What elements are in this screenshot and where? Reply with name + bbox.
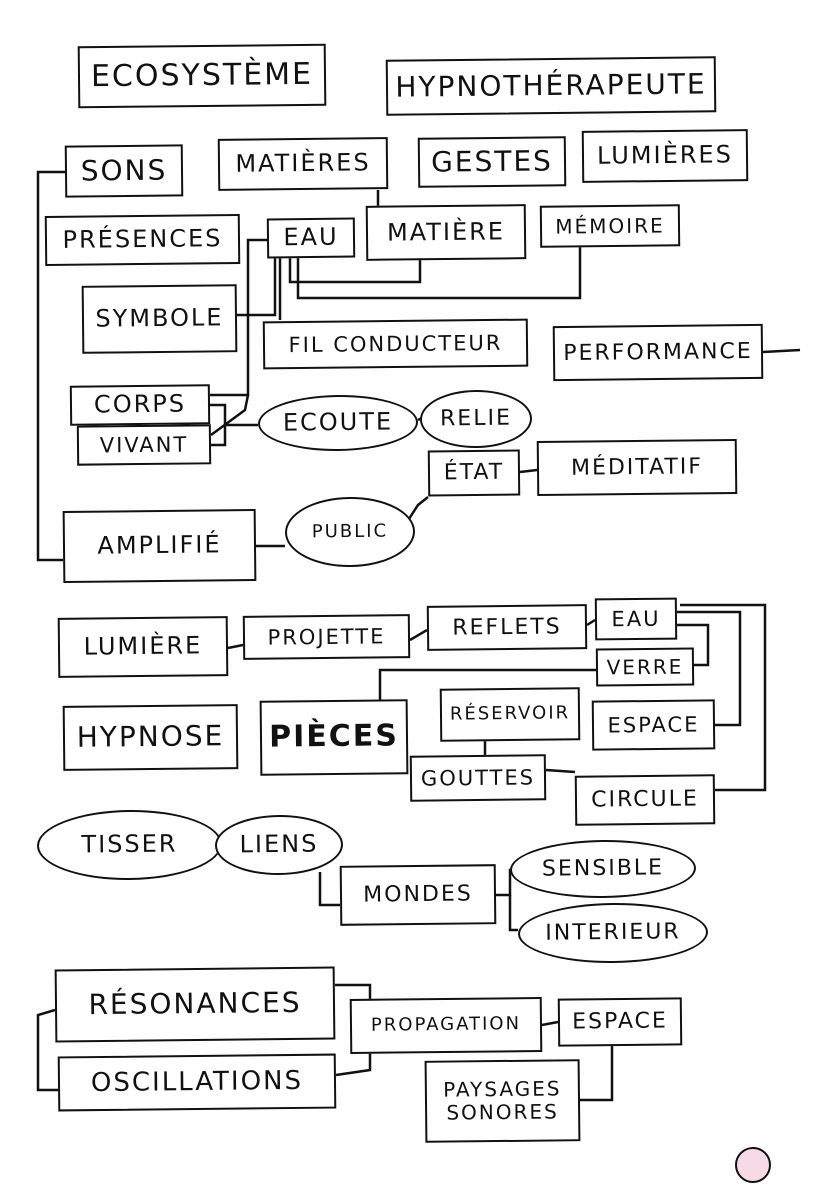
node-matiere: MATIÈRE (365, 204, 527, 261)
node-reservoir: RÉSERVOIR (439, 687, 581, 742)
node-pieces: PIÈCES (259, 699, 409, 776)
connector (762, 348, 801, 354)
connector (335, 1053, 372, 1077)
node-matieres: MATIÈRES (217, 137, 389, 191)
node-amplifie: AMPLIFIÉ (62, 508, 257, 584)
connector (296, 247, 582, 300)
connector (227, 643, 244, 650)
node-espace: ESPACE (591, 699, 716, 751)
node-lumiere: LUMIÈRE (57, 616, 229, 678)
node-espace-2: ESPACE (557, 997, 683, 1047)
connector (541, 1020, 559, 1027)
node-mondes: MONDES (339, 864, 497, 926)
node-performance: PERFORMANCE (552, 323, 764, 382)
connector (288, 258, 422, 284)
node-verre: VERRE (595, 647, 695, 687)
connector (580, 1046, 614, 1102)
node-circule: CIRCULE (574, 774, 716, 826)
node-hypnose: HYPNOSE (62, 704, 239, 771)
node-etat: ÉTAT (427, 449, 521, 497)
connector (586, 618, 596, 627)
connector (677, 623, 710, 667)
node-ecosysteme: ECOSYSTÈME (77, 43, 327, 109)
node-corps: CORPS (69, 384, 211, 426)
node-propagation: PROPAGATION (349, 996, 543, 1055)
connector (409, 628, 428, 642)
node-gouttes: GOUTTES (409, 754, 547, 802)
node-hypnotherapeute: HYPNOTHÉRAPEUTE (385, 56, 717, 116)
node-oscillations: OSCILLATIONS (57, 1053, 337, 1112)
node-meditatif: MÉDITATIF (536, 438, 738, 497)
connector (545, 768, 576, 774)
node-vivant: VIVANT (76, 424, 212, 466)
connector (508, 895, 518, 932)
node-lumieres: LUMIÈRES (581, 129, 749, 183)
node-gestes: GESTES (417, 136, 567, 188)
node-paysages-sonores: PAYSAGES SONORES (424, 1059, 581, 1143)
signature-logo (735, 1147, 771, 1183)
connector (210, 394, 250, 437)
connector (36, 170, 65, 562)
node-eau-2: EAU (594, 597, 678, 641)
node-fil-conducteur: FIL CONDUCTEUR (262, 318, 529, 370)
node-reflets: REFLETS (426, 604, 588, 651)
node-projette: PROJETTE (242, 614, 411, 660)
node-symbole: SYMBOLE (81, 284, 238, 354)
connector (318, 872, 340, 907)
connector (677, 610, 742, 727)
node-sons: SONS (64, 144, 184, 198)
connector (378, 668, 596, 700)
connector (680, 603, 767, 792)
node-presences: PRÉSENCES (44, 213, 241, 267)
connector (36, 1008, 58, 1092)
connector (210, 238, 267, 397)
node-eau: EAU (266, 217, 356, 259)
connector (519, 468, 538, 474)
node-resonances: RÉSONANCES (54, 966, 336, 1043)
connector (237, 258, 277, 317)
node-memoire: MÉMOIRE (539, 204, 681, 248)
connector (335, 983, 372, 1000)
